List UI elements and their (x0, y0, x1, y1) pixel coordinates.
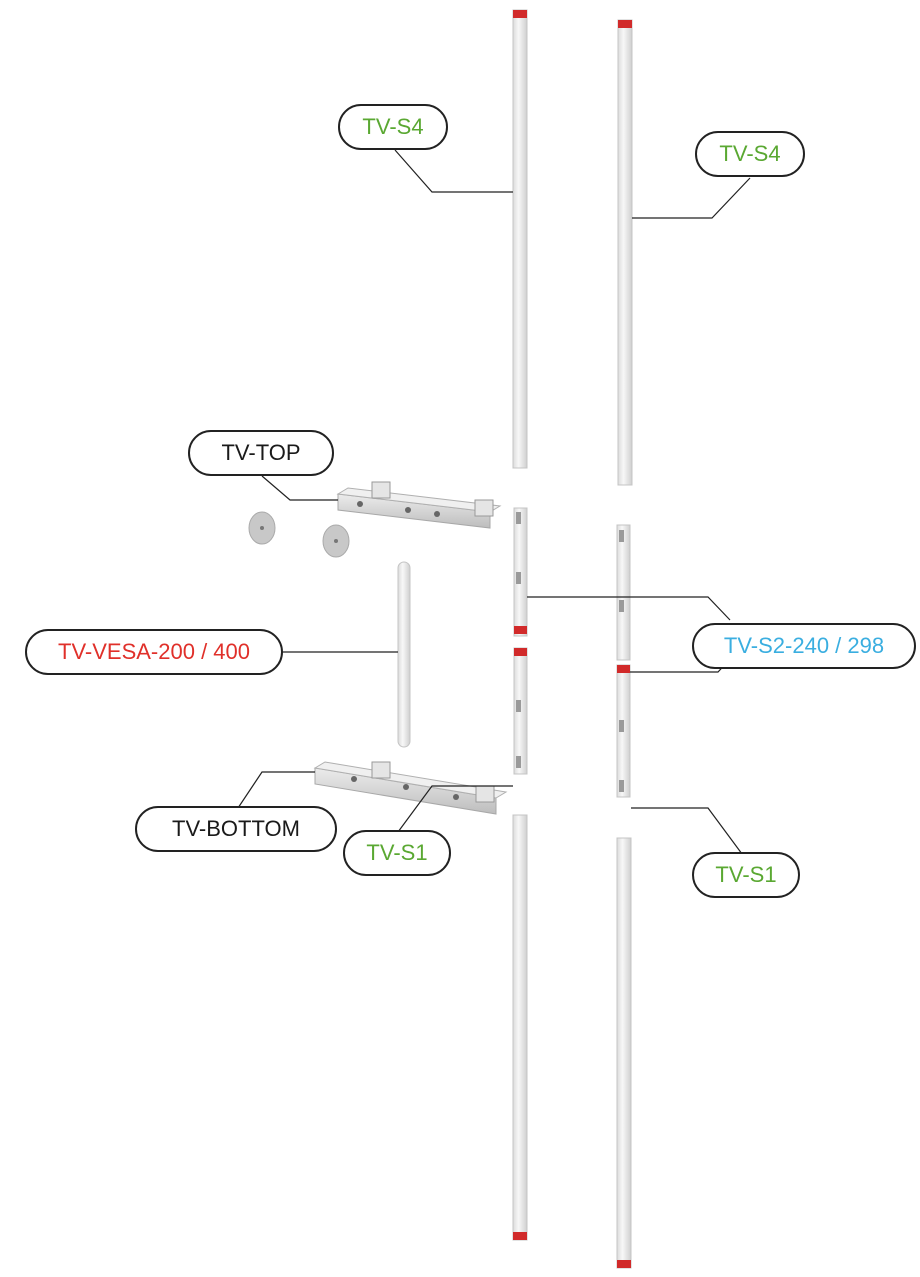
label-text: TV-BOTTOM (172, 816, 300, 841)
label-tv-top: TV-TOP (188, 430, 334, 476)
label-tv-s2: TV-S2-240 / 298 (692, 623, 916, 669)
label-text: TV-S1 (715, 862, 777, 887)
pole-left-upper (512, 9, 528, 469)
label-tv-s1-right: TV-S1 (692, 852, 800, 898)
label-text: TV-S1 (366, 840, 428, 865)
connector-right-upper (616, 524, 631, 661)
end-cap (618, 20, 632, 28)
leader-s1-right (631, 807, 746, 859)
label-tv-vesa: TV-VESA-200 / 400 (25, 629, 283, 675)
pole-left-lower (512, 814, 528, 1241)
label-text: TV-TOP (221, 440, 301, 465)
mount-discs (248, 511, 350, 558)
label-tv-s4-right: TV-S4 (695, 131, 805, 177)
vesa-arm (397, 561, 411, 748)
leader-s4-right (632, 177, 751, 219)
connector-left-upper (513, 507, 528, 637)
leader-top (261, 475, 338, 501)
leader-bottom (237, 771, 315, 809)
bottom-bracket (313, 761, 508, 815)
pole-right-lower (616, 837, 632, 1269)
leader-s2-upper (527, 596, 731, 621)
label-text: TV-VESA-200 / 400 (58, 639, 250, 664)
end-cap (617, 1260, 631, 1268)
leader-lines (237, 149, 751, 859)
leader-s4-left (394, 149, 513, 193)
connector-right-lower (616, 664, 631, 798)
label-text: TV-S4 (362, 114, 424, 139)
label-text: TV-S4 (719, 141, 781, 166)
pole-right-upper (617, 19, 633, 486)
label-tv-s1-left: TV-S1 (343, 830, 451, 876)
connector-left-lower (513, 647, 528, 775)
label-tv-bottom: TV-BOTTOM (135, 806, 337, 852)
end-cap (513, 10, 527, 18)
leader-s1-left (397, 785, 513, 833)
end-cap (513, 1232, 527, 1240)
label-text: TV-S2-240 / 298 (723, 633, 885, 658)
label-tv-s4-left: TV-S4 (338, 104, 448, 150)
top-bracket (336, 481, 502, 529)
